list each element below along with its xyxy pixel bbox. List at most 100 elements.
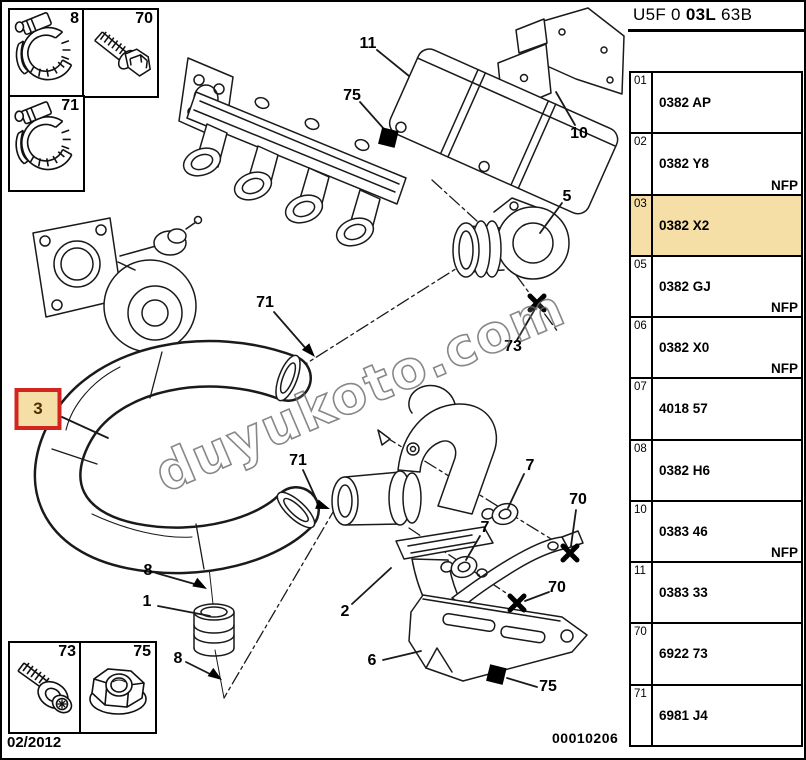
part-code: 0382 X0 xyxy=(659,340,710,356)
document-number: 00010206 xyxy=(552,730,619,746)
callout-2[interactable]: 2 xyxy=(340,603,350,620)
legend-box-8[interactable]: 8 xyxy=(8,8,85,98)
code-bold: 03L xyxy=(685,5,717,24)
hose-sleeve xyxy=(193,603,235,657)
table-row[interactable]: 70 6922 73 xyxy=(631,624,801,686)
lower-bracket xyxy=(408,594,588,682)
legend-box-70[interactable]: 70 xyxy=(82,8,159,98)
intercooler-cover xyxy=(388,48,619,215)
callout-75[interactable]: 75 xyxy=(343,87,361,104)
callout-71[interactable]: 71 xyxy=(289,452,307,469)
legend-number: 71 xyxy=(61,97,79,114)
callout-1[interactable]: 1 xyxy=(142,593,152,610)
row-number: 10 xyxy=(631,501,653,562)
part-code: 4018 57 xyxy=(659,401,708,417)
legend-number: 70 xyxy=(135,10,153,27)
flange-nut-icon xyxy=(89,668,147,715)
x-marker-70 xyxy=(560,543,580,563)
callout-71[interactable]: 71 xyxy=(256,294,274,311)
screw-icon xyxy=(94,31,151,77)
callout-8[interactable]: 8 xyxy=(173,650,183,667)
part-code: 6922 73 xyxy=(659,646,708,662)
table-row[interactable]: 01 0382 AP xyxy=(631,73,801,135)
table-row[interactable]: 10 0383 46 NFP xyxy=(631,501,801,564)
row-number: 06 xyxy=(631,318,653,378)
callout-11[interactable]: 11 xyxy=(359,35,377,52)
part-code: 0383 46 xyxy=(659,523,708,539)
callout-7[interactable]: 7 xyxy=(525,457,535,474)
part-code: 0382 H6 xyxy=(659,462,711,478)
arrowhead xyxy=(315,499,330,509)
callout-70[interactable]: 70 xyxy=(548,579,566,596)
callout-70[interactable]: 70 xyxy=(569,491,587,508)
assembly-markers xyxy=(192,127,580,685)
mounting-bracket xyxy=(497,7,625,114)
row-number: 71 xyxy=(631,685,653,745)
part-code: 0382 Y8 xyxy=(659,156,710,172)
arrowhead xyxy=(192,577,207,589)
x-marker-73 xyxy=(527,293,547,313)
row-number: 01 xyxy=(631,73,653,133)
nfp-flag: NFP xyxy=(771,300,798,316)
table-row[interactable]: 07 4018 57 xyxy=(631,379,801,441)
part-code: 0382 AP xyxy=(659,95,712,110)
callout-73[interactable]: 73 xyxy=(504,338,522,355)
x-marker-70 xyxy=(507,593,527,613)
code-suffix: 63B xyxy=(716,5,753,24)
part-code: 6981 J4 xyxy=(659,707,708,723)
row-number: 70 xyxy=(631,624,653,684)
nfp-flag: NFP xyxy=(771,545,798,561)
parts-diagram xyxy=(32,7,625,699)
code-prefix: U5F 0 xyxy=(633,5,686,24)
catalog-code-header: U5F 0 03L 63B xyxy=(633,5,752,25)
catalog-date: 02/2012 xyxy=(7,734,62,751)
arrowhead xyxy=(207,667,222,680)
exhaust-manifold xyxy=(178,57,407,247)
row-number: 02 xyxy=(631,134,653,194)
air-duct-elbow xyxy=(452,197,570,280)
table-row[interactable]: 02 0382 Y8 NFP xyxy=(631,134,801,196)
header-divider xyxy=(628,29,806,32)
row-number: 03 xyxy=(631,195,653,255)
callout-5[interactable]: 5 xyxy=(562,188,572,205)
table-row[interactable]: 08 0382 H6 xyxy=(631,440,801,502)
legend-box-73[interactable]: 73 xyxy=(8,641,82,734)
table-row[interactable]: 06 0382 X0 NFP xyxy=(631,318,801,380)
row-number: 05 xyxy=(631,256,653,317)
table-row[interactable]: 05 0382 GJ NFP xyxy=(631,256,801,319)
legend-box-75[interactable]: 75 xyxy=(79,641,157,734)
callout-75[interactable]: 75 xyxy=(539,678,557,695)
callout-7[interactable]: 7 xyxy=(480,519,490,536)
turbo-hose xyxy=(33,339,320,575)
part-code: 0383 33 xyxy=(659,585,708,601)
legend-box-71[interactable]: 71 xyxy=(8,95,85,192)
nfp-flag: NFP xyxy=(771,361,798,377)
hose-clamp-icon xyxy=(14,12,73,81)
grommet xyxy=(440,555,478,579)
grommet xyxy=(481,502,519,526)
part-code: 0382 GJ xyxy=(659,278,711,294)
legend-number: 73 xyxy=(58,643,76,660)
row-number: 07 xyxy=(631,379,653,439)
table-row[interactable]: 71 6981 J4 xyxy=(631,685,801,745)
open-arrowhead xyxy=(377,429,391,446)
legend-number: 75 xyxy=(133,643,151,660)
arrowhead xyxy=(301,343,315,357)
square-marker-75 xyxy=(486,664,507,685)
parts-table: 01 0382 AP 02 0382 Y8 NFP 03 0382 X2 05 0382 … xyxy=(629,71,803,747)
row-number: 11 xyxy=(631,563,653,623)
row-number: 08 xyxy=(631,440,653,500)
turbocharger xyxy=(32,215,203,391)
torx-screw-icon xyxy=(17,662,73,714)
callout-10[interactable]: 10 xyxy=(570,125,588,142)
hose-clamp-icon xyxy=(14,101,73,171)
table-row-selected[interactable]: 03 0382 X2 xyxy=(631,195,801,257)
callout-3-selected[interactable]: 3 xyxy=(14,388,62,430)
nfp-flag: NFP xyxy=(771,177,798,193)
table-row[interactable]: 11 0383 33 xyxy=(631,563,801,625)
part-code: 0382 X2 xyxy=(659,217,710,233)
callout-6[interactable]: 6 xyxy=(367,652,377,669)
legend-number: 8 xyxy=(70,10,79,27)
callout-8[interactable]: 8 xyxy=(143,562,153,579)
